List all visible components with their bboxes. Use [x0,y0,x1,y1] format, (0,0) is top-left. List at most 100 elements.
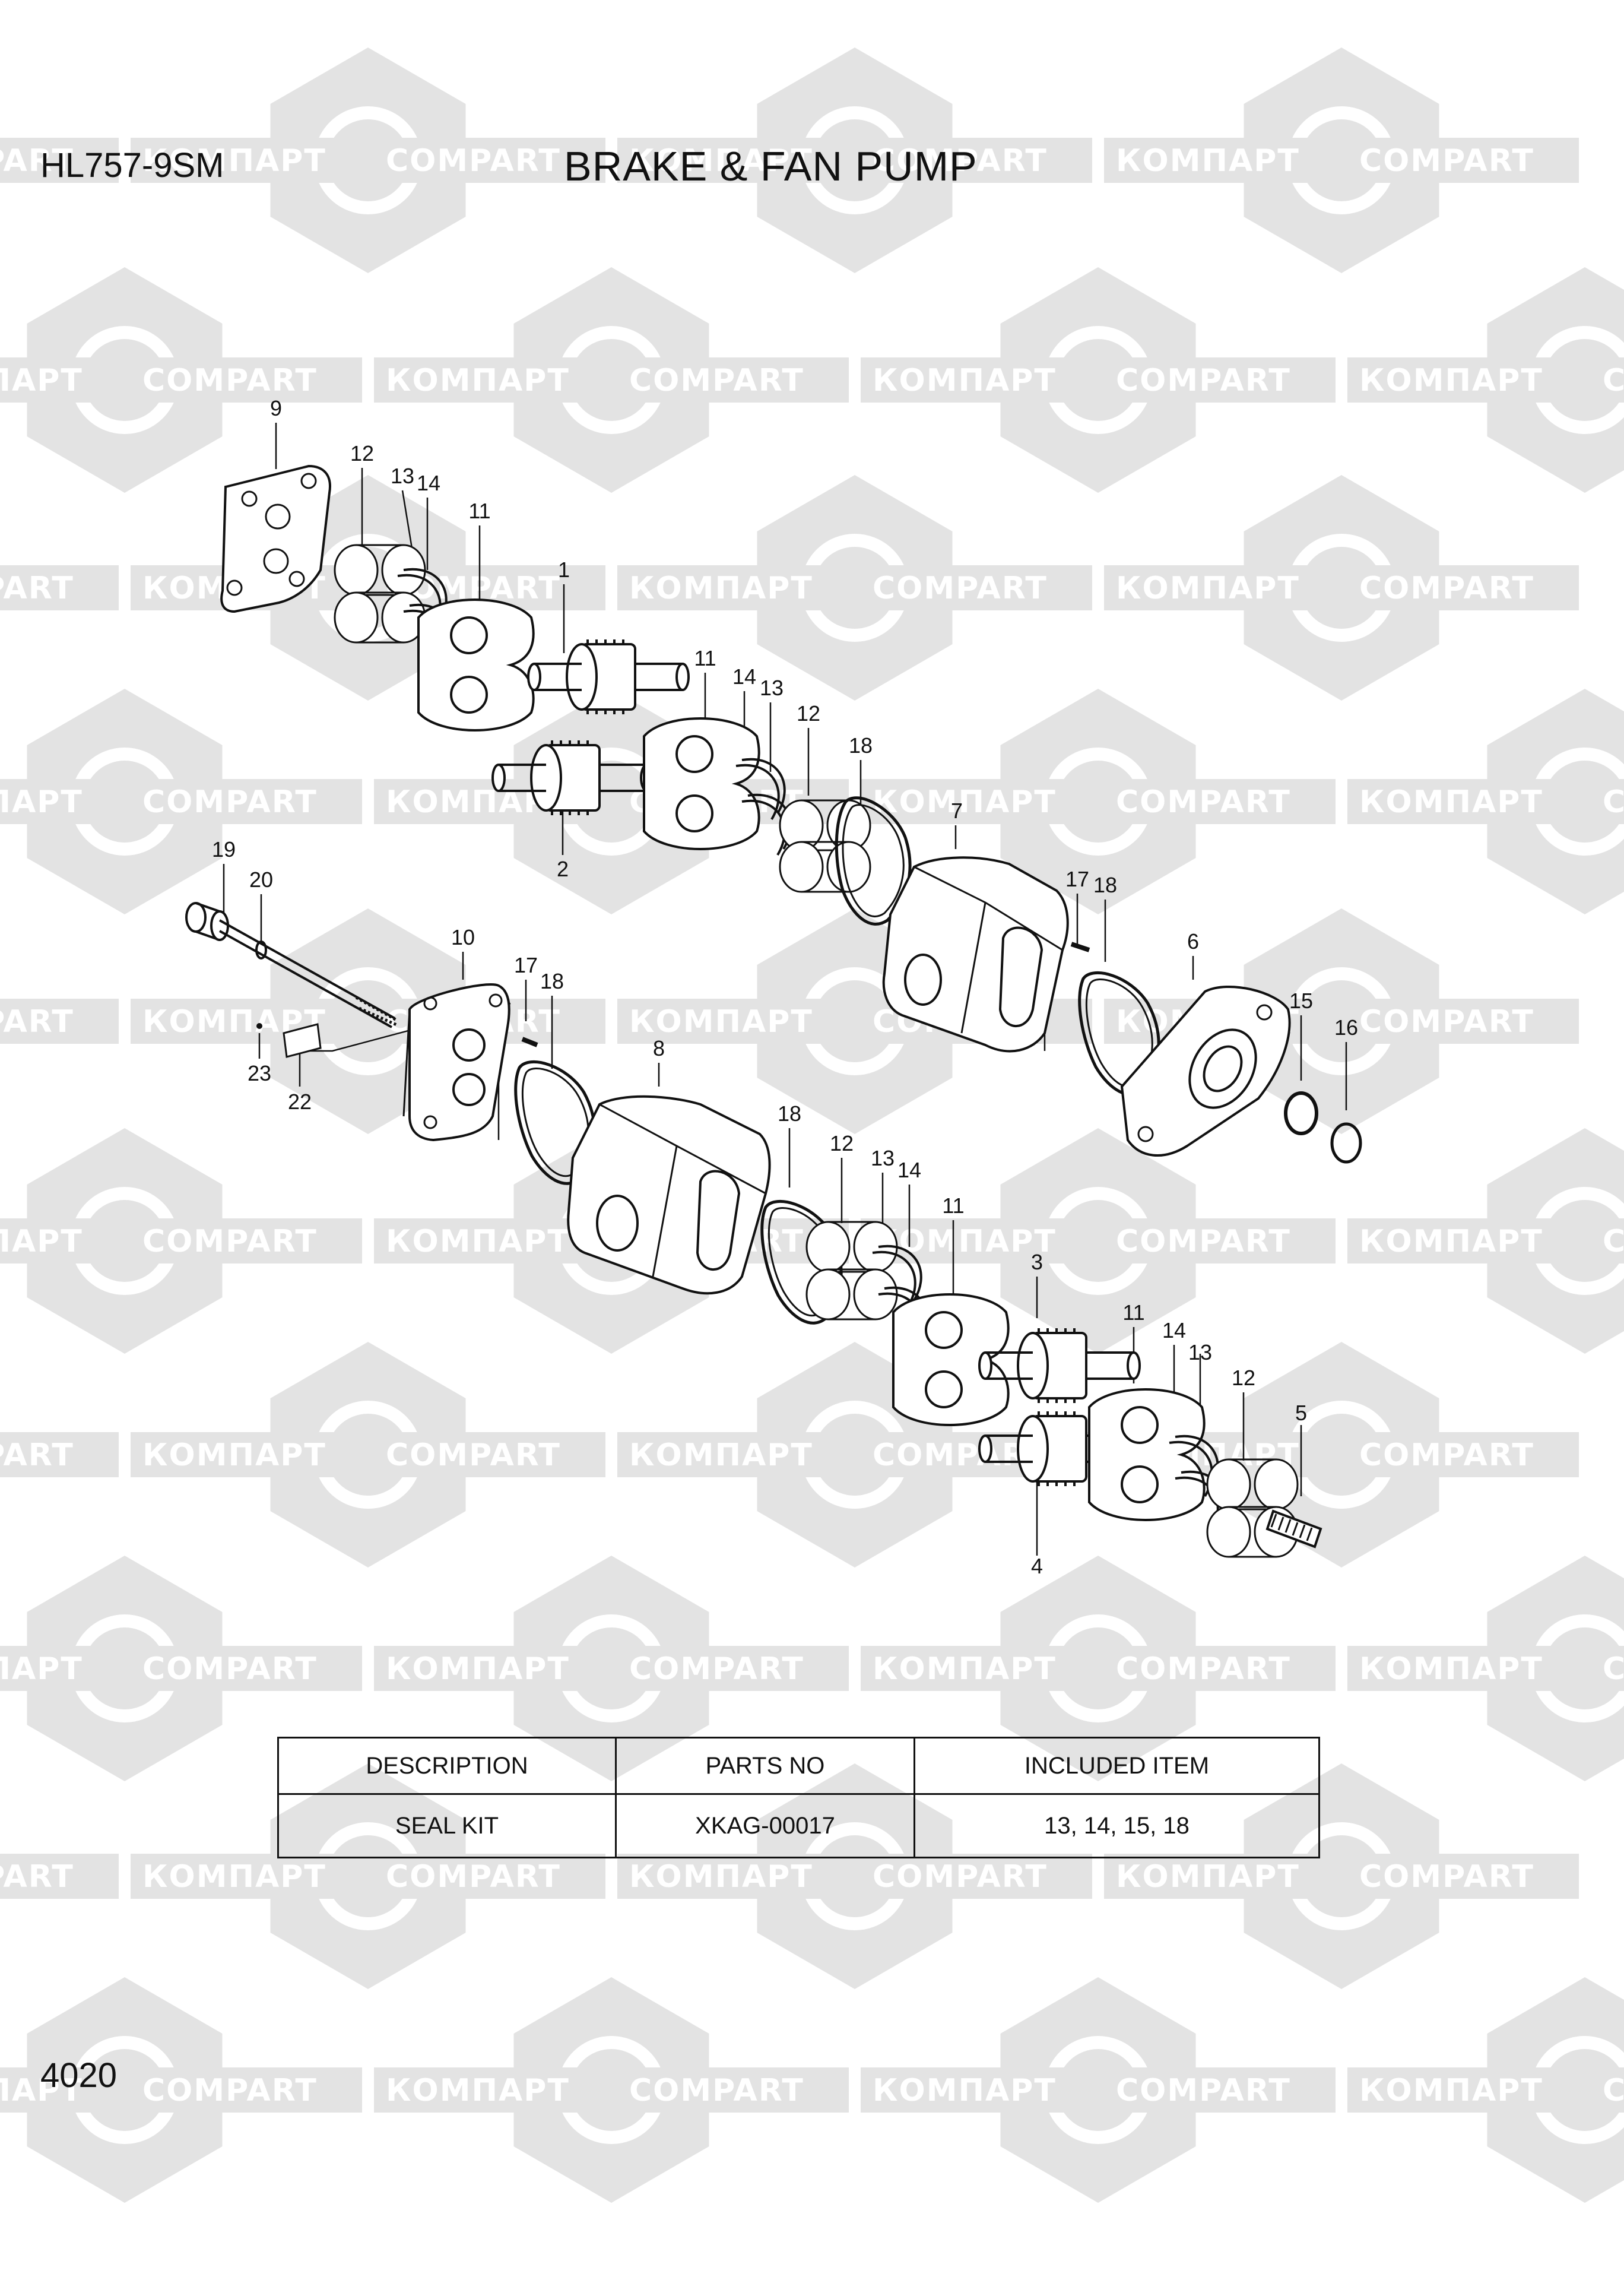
mid-bushings-12 [779,799,871,893]
svg-text:COMPART: COMPART [0,143,74,179]
svg-text:КОМПАРТ: КОМПАРТ [1116,571,1300,606]
svg-text:COMPART: COMPART [1359,1004,1534,1040]
svg-text:COMPART: COMPART [0,571,74,606]
svg-text:КОМПАРТ: КОМПАРТ [629,1004,813,1040]
callout-13: 13 [871,1146,895,1170]
ring-16 [1330,1122,1362,1164]
svg-text:КОМПАРТ: КОМПАРТ [142,1437,326,1473]
plate-22-screw-23 [256,1023,322,1058]
end-plate-11 [1088,1388,1206,1521]
callout-6: 6 [1187,929,1199,954]
svg-text:КОМПАРТ: КОМПАРТ [629,143,813,179]
cell-parts-no: XKAG-00017 [615,1793,915,1858]
svg-text:COMPART: COMPART [1603,1224,1624,1259]
svg-text:COMPART: COMPART [386,1859,561,1895]
upper-plate-11 [417,598,535,732]
callout-22: 22 [288,1090,312,1114]
svg-text:COMPART: COMPART [629,1651,804,1687]
svg-text:COMPART: COMPART [142,2073,318,2108]
svg-text:КОМПАРТ: КОМПАРТ [142,143,326,179]
callout-5: 5 [1295,1401,1307,1425]
svg-text:КОМПАРТ: КОМПАРТ [873,2073,1057,2108]
svg-text:COMPART: COMPART [1359,1437,1534,1473]
svg-text:КОМПАРТ: КОМПАРТ [1359,2073,1543,2108]
callout-1: 1 [558,558,570,582]
svg-text:COMPART: COMPART [0,1004,74,1040]
callout-labels: 9 12 13 14 11 1 2 11 14 13 12 18 7 17 18… [212,396,1358,1578]
callout-17: 17 [514,953,538,977]
svg-text:COMPART: COMPART [142,1224,318,1259]
callout-17: 17 [1065,867,1089,891]
svg-text:КОМПАРТ: КОМПАРТ [1359,1651,1543,1687]
callout-12: 12 [350,441,374,466]
pin-17-b [521,1037,538,1047]
table-header-row: DESCRIPTION PARTS NO INCLUDED ITEM [277,1737,1320,1795]
svg-text:COMPART: COMPART [386,143,561,179]
column-header-description: DESCRIPTION [277,1737,617,1795]
svg-text:КОМПАРТ: КОМПАРТ [0,1651,83,1687]
callout-10: 10 [451,925,475,949]
callout-8: 8 [653,1036,665,1060]
svg-text:КОМПАРТ: КОМПАРТ [873,1651,1057,1687]
svg-text:COMPART: COMPART [386,1437,561,1473]
cell-included-item: 13, 14, 15, 18 [914,1793,1320,1858]
callout-20: 20 [249,867,273,892]
callout-14: 14 [1162,1318,1186,1342]
callout-11: 11 [694,646,716,670]
svg-text:COMPART: COMPART [142,363,318,398]
callout-7: 7 [951,799,963,823]
svg-text:COMPART: COMPART [1359,143,1534,179]
callout-18: 18 [778,1101,801,1126]
callout-4: 4 [1031,1554,1043,1578]
callout-11: 11 [1122,1300,1144,1325]
svg-text:COMPART: COMPART [1359,1859,1534,1895]
body-8 [567,1095,771,1295]
svg-text:COMPART: COMPART [0,1437,74,1473]
svg-text:КОМПАРТ: КОМПАРТ [873,363,1057,398]
svg-text:КОМПАРТ: КОМПАРТ [0,784,83,820]
svg-text:COMPART: COMPART [1116,1224,1291,1259]
svg-text:КОМПАРТ: КОМПАРТ [386,2073,570,2108]
svg-text:КОМПАРТ: КОМПАРТ [1359,784,1543,820]
callout-18: 18 [849,733,873,758]
plate-10 [402,983,510,1142]
svg-text:COMPART: COMPART [873,143,1048,179]
svg-text:КОМПАРТ: КОМПАРТ [629,1859,813,1895]
svg-text:COMPART: COMPART [1116,1651,1291,1687]
callout-12: 12 [1232,1366,1255,1390]
svg-text:КОМПАРТ: КОМПАРТ [386,1224,570,1259]
end-bushings-12 [1206,1458,1299,1558]
callout-12: 12 [797,701,820,726]
callout-18: 18 [540,969,564,993]
column-header-included-item: INCLUDED ITEM [914,1737,1320,1795]
page-title: BRAKE & FAN PUMP [564,143,978,189]
svg-text:COMPART: COMPART [873,571,1048,606]
svg-text:КОМПАРТ: КОМПАРТ [629,1437,813,1473]
part-9-cover [220,464,331,613]
callout-12: 12 [830,1131,854,1155]
cell-description: SEAL KIT [277,1793,617,1858]
svg-text:COMPART: COMPART [1603,363,1624,398]
gear-1 [527,638,690,715]
callout-11: 11 [468,499,490,523]
svg-text:КОМПАРТ: КОМПАРТ [142,1859,326,1895]
callout-14: 14 [732,664,756,689]
svg-text:COMPART: COMPART [1603,784,1624,820]
callout-16: 16 [1334,1015,1358,1040]
svg-text:COMPART: COMPART [1603,2073,1624,2108]
svg-text:КОМПАРТ: КОМПАРТ [1116,143,1300,179]
svg-text:КОМПАРТ: КОМПАРТ [873,784,1057,820]
gear-2 [491,739,654,816]
callout-13: 13 [1188,1340,1212,1364]
svg-text:COMPART: COMPART [1116,784,1291,820]
callout-9: 9 [270,396,282,420]
svg-text:COMPART: COMPART [1116,2073,1291,2108]
svg-text:КОМПАРТ: КОМПАРТ [1116,1859,1300,1895]
svg-text:COMPART: COMPART [1359,571,1534,606]
svg-text:COMPART: COMPART [629,363,804,398]
callout-3: 3 [1031,1250,1043,1274]
callout-14: 14 [897,1158,921,1182]
body-7 [882,856,1069,1053]
svg-text:COMPART: COMPART [0,1859,74,1895]
